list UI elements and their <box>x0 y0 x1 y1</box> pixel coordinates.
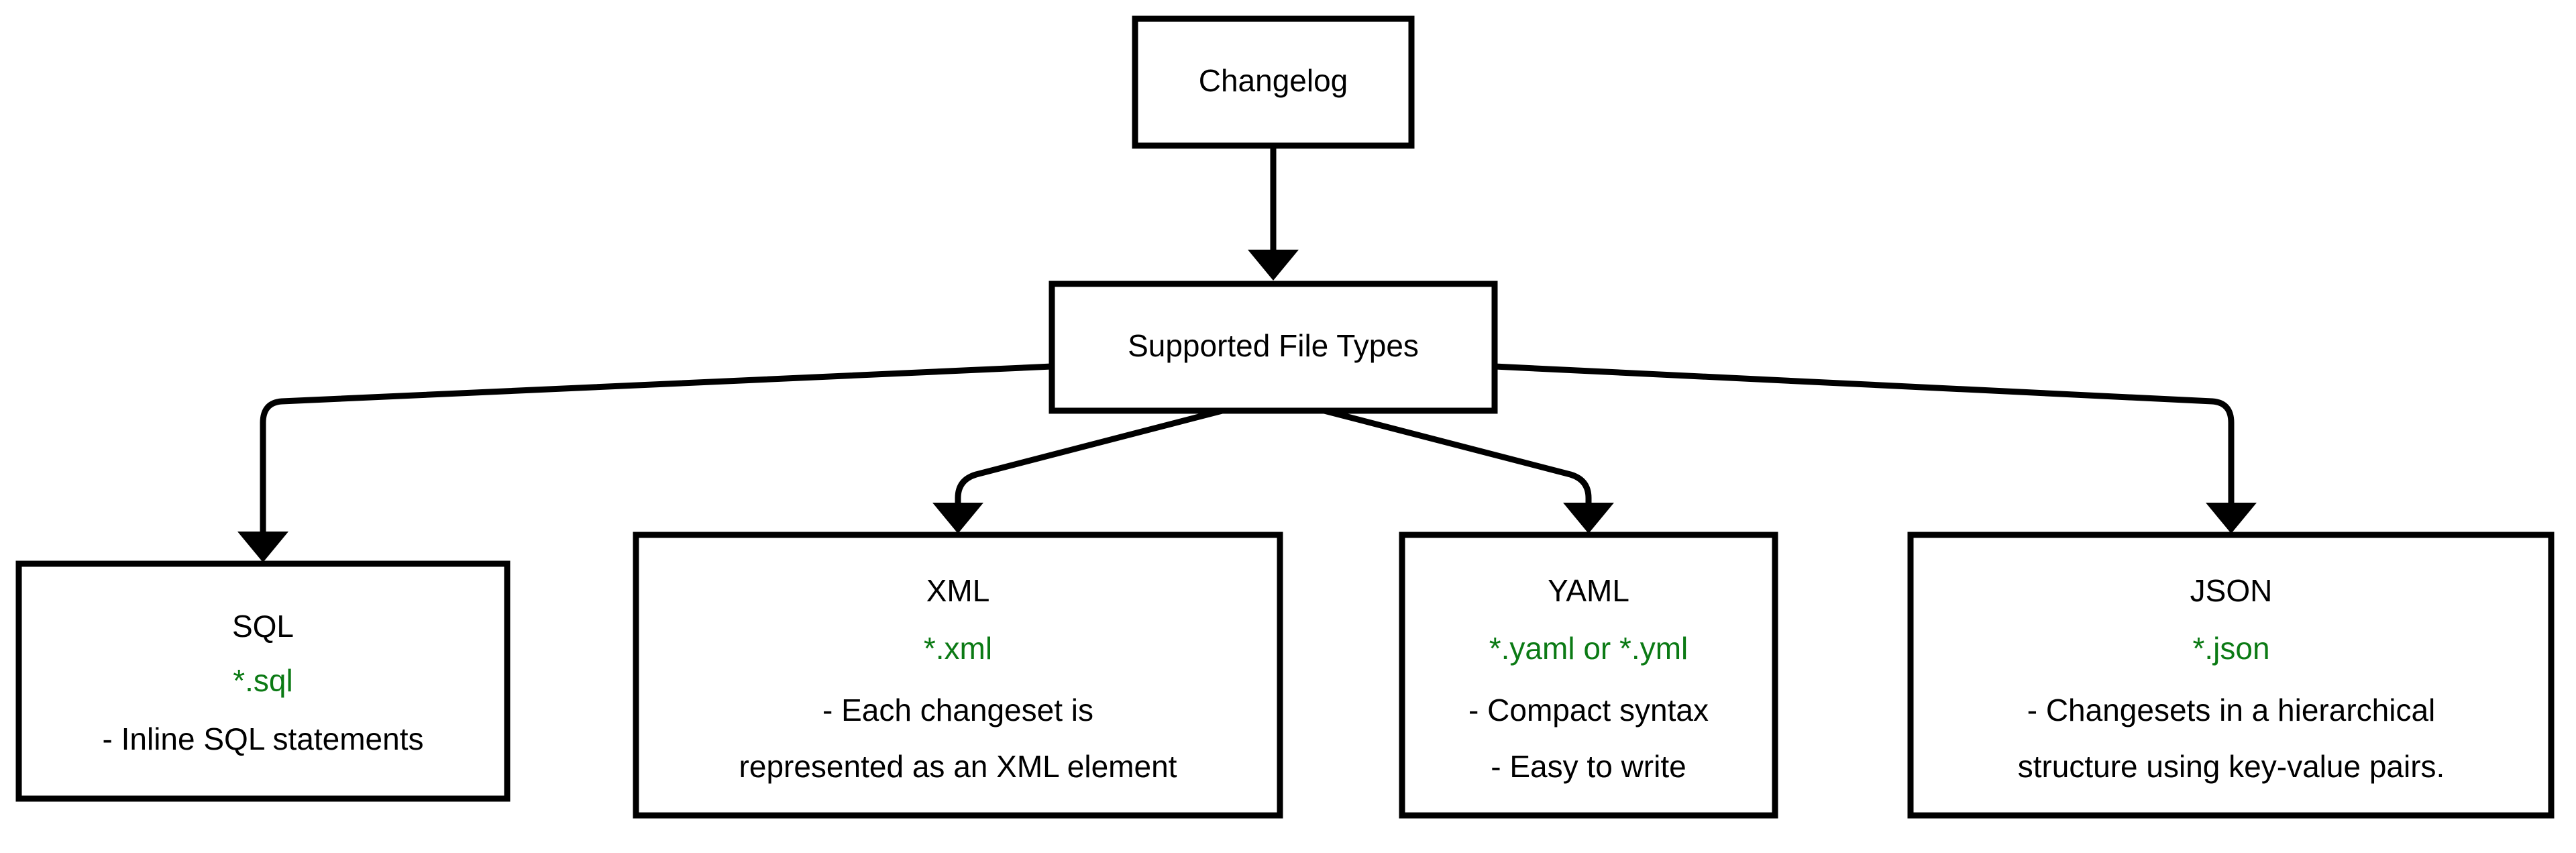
node-json-extension: *.json <box>2192 631 2269 666</box>
node-xml-description-line-1: - Each changeset is <box>822 693 1093 727</box>
node-sql-extension: *.sql <box>233 663 292 698</box>
arrow-head-icon <box>2206 503 2257 534</box>
node-json-description-line-1: - Changesets in a hierarchical <box>2027 693 2436 727</box>
arrow-head-icon <box>1248 250 1299 281</box>
node-changelog-label: Changelog <box>1199 63 1348 98</box>
node-yaml-description-line-2: - Easy to write <box>1491 749 1686 784</box>
node-xml[interactable]: XML *.xml - Each changeset is represente… <box>633 532 1283 819</box>
node-json-description-line-2: structure using key-value pairs. <box>2018 749 2445 784</box>
node-changelog[interactable]: Changelog <box>1132 15 1415 149</box>
arrow-head-icon <box>237 532 288 562</box>
edge-line <box>1323 407 1592 505</box>
node-changelog-box[interactable] <box>1132 15 1415 149</box>
node-yaml-title: YAML <box>1548 573 1629 608</box>
edge-changelog-to-supported-file-types <box>1248 146 1299 281</box>
node-sql-description-line-1: - Inline SQL statements <box>103 721 424 756</box>
node-json-title: JSON <box>2190 573 2273 608</box>
node-xml-box[interactable] <box>633 532 1283 819</box>
node-supported-file-types-box[interactable] <box>1049 281 1498 414</box>
node-supported-file-types[interactable]: Supported File Types <box>1049 281 1498 414</box>
edge-group <box>237 146 2257 562</box>
node-json[interactable]: JSON *.json - Changesets in a hierarchic… <box>1907 532 2555 819</box>
edge-supported-file-types-to-xml <box>932 407 1224 534</box>
edge-supported-file-types-to-json <box>1494 363 2257 534</box>
node-sql[interactable]: SQL *.sql - Inline SQL statements <box>15 560 511 802</box>
node-yaml-description-line-1: - Compact syntax <box>1468 693 1709 727</box>
node-sql-title: SQL <box>232 609 294 644</box>
node-yaml-box[interactable] <box>1399 532 1778 819</box>
node-yaml[interactable]: YAML *.yaml or *.yml - Compact syntax - … <box>1399 532 1778 819</box>
arrow-head-icon <box>1563 503 1614 534</box>
node-sql-box[interactable] <box>15 560 511 802</box>
node-yaml-extension: *.yaml or *.yml <box>1489 631 1688 666</box>
edge-supported-file-types-to-sql <box>237 363 1053 562</box>
edge-supported-file-types-to-yaml <box>1323 407 1614 534</box>
node-xml-extension: *.xml <box>924 631 992 666</box>
node-json-box[interactable] <box>1907 532 2555 819</box>
node-xml-title: XML <box>926 573 990 608</box>
edge-line <box>260 363 1053 534</box>
arrow-head-icon <box>932 503 983 534</box>
node-xml-description-line-2: represented as an XML element <box>739 749 1177 784</box>
node-supported-file-types-label: Supported File Types <box>1128 328 1419 363</box>
edge-line <box>955 407 1224 505</box>
edge-line <box>1494 363 2235 505</box>
